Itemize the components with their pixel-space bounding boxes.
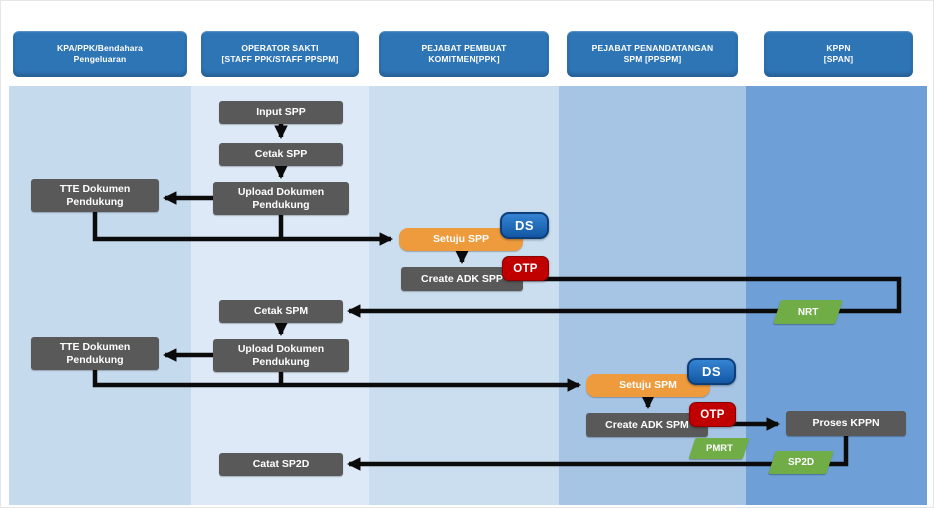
header-kppn-line1: KPPN <box>826 42 851 53</box>
header-ppspm-line2: SPM [PPSPM] <box>623 54 682 64</box>
lane-pejabat-pembuat-komitmen <box>369 86 559 505</box>
node-catat-sp2d: Catat SP2D <box>219 453 343 476</box>
header-ppspm-line1: PEJABAT PENANDATANGAN <box>591 42 714 53</box>
badge-sp2d: SP2D <box>768 451 834 474</box>
header-operator-sakti: OPERATOR SAKTI [STAFF PPK/STAFF PPSPM] <box>201 31 359 77</box>
header-kpa-ppk-bendahara: KPA/PPK/Bendahara Pengeluaran <box>13 31 187 77</box>
lane-kpa-ppk-bendahara <box>9 86 191 505</box>
header-ppk-line1: PEJABAT PEMBUAT <box>421 42 507 53</box>
arrow-proses-kppn-to-catat-sp2d <box>346 436 849 471</box>
arrow-tte-to-setuju-spm <box>92 370 582 392</box>
badge-pmrt: PMRT <box>688 438 750 459</box>
node-tte-dokumen-spp: TTE Dokumen Pendukung <box>31 179 159 212</box>
header-kpa-line1: KPA/PPK/Bendahara <box>57 42 143 53</box>
node-upload-dokumen-spp: Upload Dokumen Pendukung <box>213 182 349 215</box>
badge-ds-spp: DS <box>500 212 549 239</box>
arrow-tte-to-setuju-spp <box>92 212 394 246</box>
badge-otp-spp: OTP <box>502 256 549 281</box>
header-ppk-line2: KOMITMEN[PPK] <box>428 54 500 64</box>
node-setuju-spm: Setuju SPM <box>586 374 710 397</box>
badge-nrt-label: NRT <box>797 306 819 318</box>
header-operator-line1: OPERATOR SAKTI <box>241 42 319 53</box>
node-input-spp: Input SPP <box>219 101 343 124</box>
badge-nrt: NRT <box>773 300 843 324</box>
arrow-adk-spp-to-cetak-spm <box>346 276 902 318</box>
badge-sp2d-label: SP2D <box>787 457 815 468</box>
badge-ds-spm: DS <box>687 358 736 385</box>
node-cetak-spm: Cetak SPM <box>219 300 343 323</box>
header-kppn-line2: [SPAN] <box>823 54 854 64</box>
node-create-adk-spm: Create ADK SPM <box>586 413 708 437</box>
header-kppn: KPPN [SPAN] <box>764 31 913 77</box>
badge-pmrt-label: PMRT <box>705 443 733 454</box>
node-tte-dokumen-spm: TTE Dokumen Pendukung <box>31 337 159 370</box>
header-pejabat-penandatangan-spm: PEJABAT PENANDATANGAN SPM [PPSPM] <box>567 31 738 77</box>
badge-otp-spm: OTP <box>689 402 736 427</box>
node-setuju-spp: Setuju SPP <box>399 228 523 251</box>
header-operator-line2: [STAFF PPK/STAFF PPSPM] <box>221 54 339 64</box>
header-pejabat-pembuat-komitmen: PEJABAT PEMBUAT KOMITMEN[PPK] <box>379 31 549 77</box>
node-cetak-spp: Cetak SPP <box>219 143 343 166</box>
node-proses-kppn: Proses KPPN <box>786 411 906 436</box>
header-kpa-line2: Pengeluaran <box>73 54 127 64</box>
node-upload-dokumen-spm: Upload Dokumen Pendukung <box>213 339 349 372</box>
